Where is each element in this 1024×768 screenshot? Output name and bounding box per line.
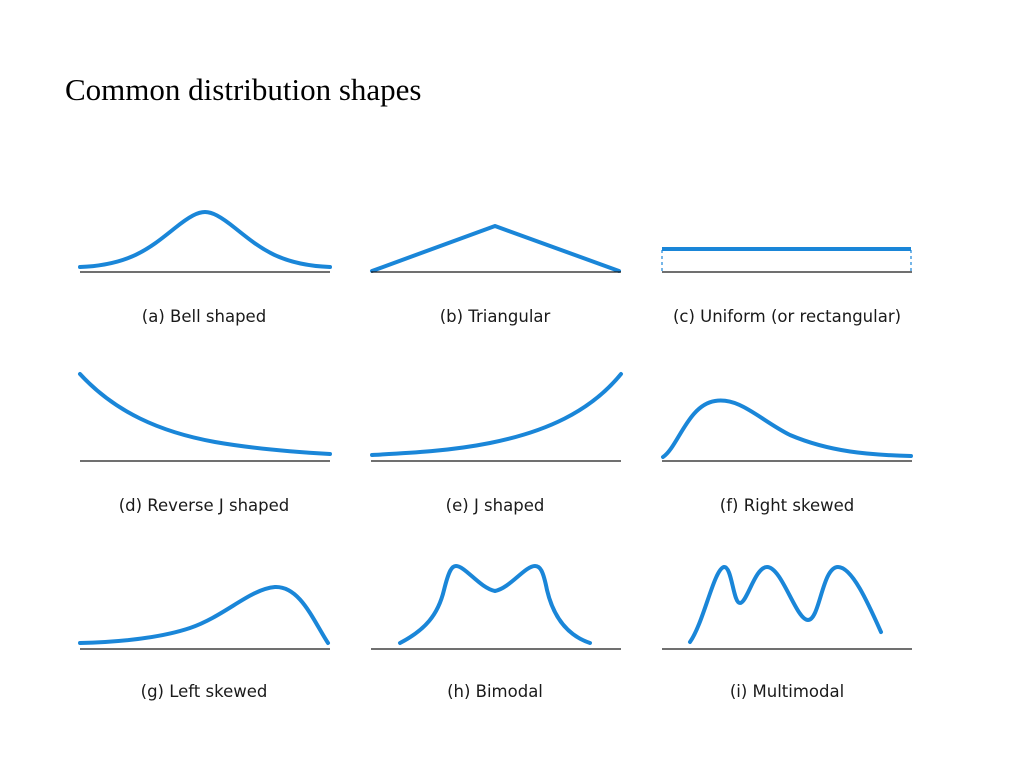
right-skewed-curve [661,398,913,459]
triangular-label: (b) Triangular [440,307,551,326]
triangular-curve [370,224,621,273]
panel-bell-shaped: (a) Bell shaped [78,210,332,326]
panel-uniform: (c) Uniform (or rectangular) [661,247,912,326]
bimodal-curve [398,564,592,645]
panel-triangular: (b) Triangular [370,224,621,326]
multimodal-curve [688,565,883,644]
left-skewed-label: (g) Left skewed [141,682,268,701]
j-curve [370,372,623,457]
uniform-label: (c) Uniform (or rectangular) [673,307,901,326]
left-skewed-curve [78,584,330,645]
right-skewed-label: (f) Right skewed [720,496,854,515]
reverse-j-curve [78,372,332,456]
panel-reverse-j: (d) Reverse J shaped [78,372,332,515]
panel-multimodal: (i) Multimodal [662,565,912,701]
bimodal-label: (h) Bimodal [447,682,543,701]
reverse-j-label: (d) Reverse J shaped [119,496,290,515]
page-title: Common distribution shapes [65,72,422,107]
multimodal-label: (i) Multimodal [730,682,844,701]
panel-right-skewed: (f) Right skewed [661,398,913,515]
panel-j: (e) J shaped [370,372,623,515]
bell-curve [78,210,332,269]
panel-bimodal: (h) Bimodal [371,564,621,701]
panel-left-skewed: (g) Left skewed [78,584,330,701]
bell-label: (a) Bell shaped [142,307,266,326]
j-label: (e) J shaped [446,496,545,515]
